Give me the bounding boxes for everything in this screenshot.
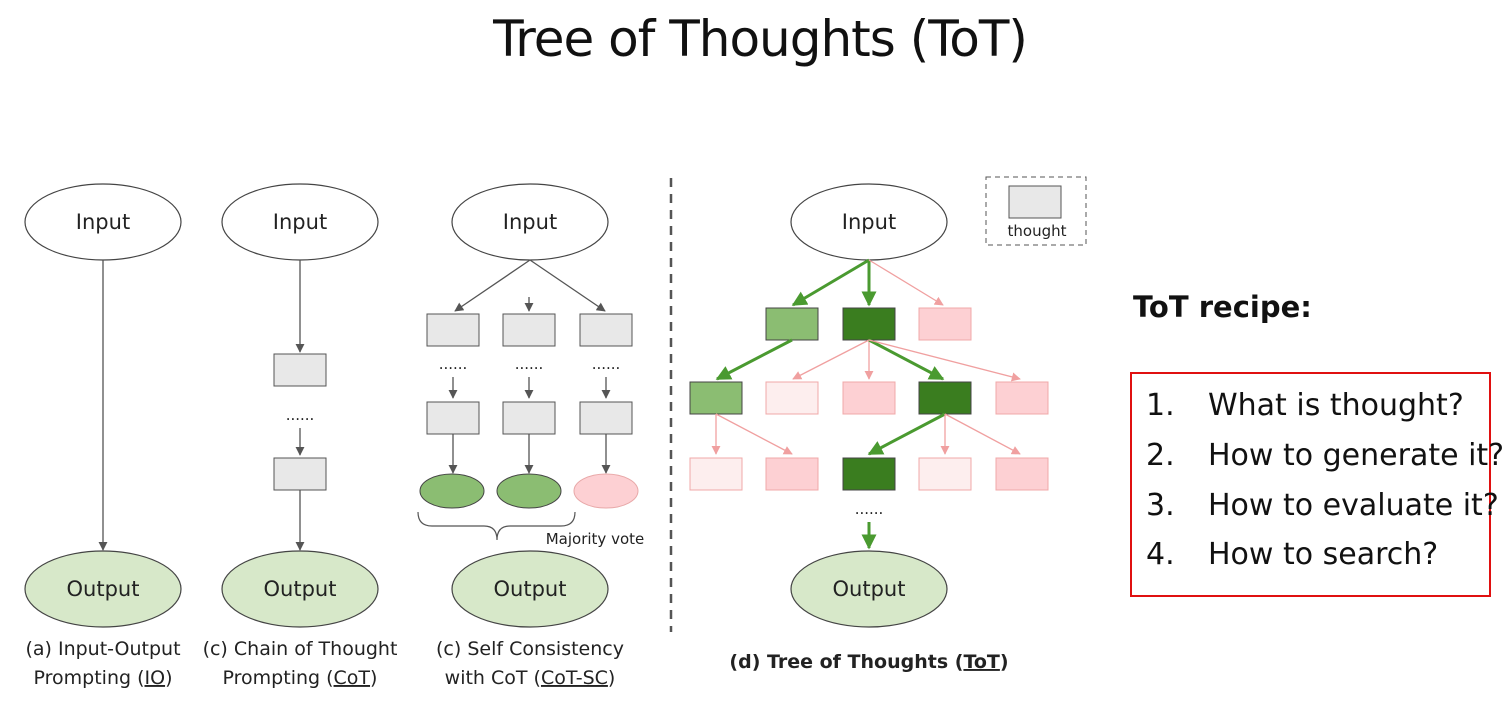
legend-thought-swatch bbox=[1008, 185, 1062, 219]
io-link[interactable]: IO bbox=[145, 667, 166, 689]
tot-thought-l3-3 bbox=[842, 457, 896, 491]
tot-link[interactable]: ToT bbox=[963, 651, 999, 673]
cot-caption-line2: Prompting (CoT) bbox=[223, 667, 378, 689]
io-panel: Input Output (a) Input-Output Prompting … bbox=[24, 183, 182, 689]
majority-vote-label: Majority vote bbox=[546, 530, 645, 548]
tot-edge-pink bbox=[868, 259, 944, 306]
cotsc-ellipsis-a: ...... bbox=[439, 355, 468, 373]
cot-output-label: Output bbox=[264, 577, 337, 601]
recipe-item-text: How to search? bbox=[1208, 537, 1439, 572]
tot-thought-l1-3 bbox=[918, 307, 972, 341]
io-caption-line2: Prompting (IO) bbox=[34, 667, 173, 689]
tot-panel: thought Input ..... bbox=[689, 176, 1087, 673]
legend-box bbox=[985, 176, 1087, 246]
recipe-title: ToT recipe: bbox=[1133, 290, 1312, 324]
cotsc-output-node bbox=[451, 550, 609, 628]
tot-thought-l1-1 bbox=[765, 307, 819, 341]
cotsc-thought-a2 bbox=[426, 401, 480, 435]
tot-edge-pink bbox=[868, 339, 1021, 382]
recipe-item-number: 1. bbox=[1146, 388, 1175, 423]
recipe-item-number: 2. bbox=[1146, 438, 1175, 473]
recipe-item-text: How to evaluate it? bbox=[1208, 488, 1499, 523]
tot-edge-green bbox=[867, 412, 946, 456]
tot-ellipsis: ...... bbox=[855, 500, 884, 518]
cot-output-node bbox=[221, 550, 379, 628]
tot-thought-l2-4 bbox=[918, 381, 972, 415]
legend-thought-label: thought bbox=[1008, 222, 1067, 240]
recipe-item-number: 3. bbox=[1146, 488, 1175, 523]
cotsc-answer-c bbox=[573, 473, 639, 509]
tot-thought-l2-5 bbox=[995, 381, 1049, 415]
cot-panel: Input ...... Output (c) Chain of Thought… bbox=[203, 183, 398, 689]
cotsc-answer-b bbox=[496, 473, 562, 509]
cotsc-thought-c1 bbox=[579, 313, 633, 347]
cotsc-ellipsis-b: ...... bbox=[515, 355, 544, 373]
cotsc-brace bbox=[417, 511, 576, 541]
cotsc-caption-line1: (c) Self Consistency bbox=[436, 638, 624, 660]
cot-ellipsis: ...... bbox=[286, 406, 315, 424]
cot-caption-line1: (c) Chain of Thought bbox=[203, 638, 398, 660]
tot-edge-green bbox=[791, 258, 870, 307]
cotsc-ellipsis-c: ...... bbox=[592, 355, 621, 373]
tot-thought-l3-2 bbox=[765, 457, 819, 491]
tot-edge-green bbox=[868, 338, 945, 381]
cot-input-label: Input bbox=[273, 210, 327, 234]
io-caption-line1: (a) Input-Output bbox=[25, 638, 180, 660]
tot-edge-pink bbox=[944, 413, 1021, 455]
tot-input-label: Input bbox=[842, 210, 896, 234]
tot-thought-l3-1 bbox=[689, 457, 743, 491]
recipe-item-text: How to generate it? bbox=[1208, 438, 1505, 473]
io-input-label: Input bbox=[76, 210, 130, 234]
cot-link[interactable]: CoT bbox=[334, 667, 371, 689]
cotsc-link[interactable]: CoT-SC bbox=[541, 667, 608, 689]
tot-thought-l2-3 bbox=[842, 381, 896, 415]
recipe-item-number: 4. bbox=[1146, 537, 1175, 572]
tot-thought-l3-5 bbox=[995, 457, 1049, 491]
cot-thought-2 bbox=[273, 457, 327, 491]
tot-thought-l1-2 bbox=[842, 307, 896, 341]
cotsc-input-label: Input bbox=[503, 210, 557, 234]
cotsc-thought-b1 bbox=[502, 313, 556, 347]
page-title: Tree of Thoughts (ToT) bbox=[493, 10, 1028, 68]
cotsc-thought-a1 bbox=[426, 313, 480, 347]
cotsc-panel: Input ...... ...... ...... Majority vote… bbox=[417, 183, 645, 689]
tot-caption: (d) Tree of Thoughts (ToT) bbox=[729, 651, 1008, 673]
cotsc-thought-c2 bbox=[579, 401, 633, 435]
io-output-node bbox=[24, 550, 182, 628]
recipe-item-text: What is thought? bbox=[1208, 388, 1464, 423]
tot-output-label: Output bbox=[833, 577, 906, 601]
cotsc-answer-a bbox=[419, 473, 485, 509]
io-output-label: Output bbox=[67, 577, 140, 601]
recipe-box bbox=[1130, 372, 1491, 597]
tot-thought-l2-2 bbox=[765, 381, 819, 415]
tot-thought-l3-4 bbox=[918, 457, 972, 491]
cotsc-caption-line2: with CoT (CoT-SC) bbox=[445, 667, 616, 689]
cotsc-arrow-left bbox=[454, 259, 531, 312]
cotsc-thought-b2 bbox=[502, 401, 556, 435]
tot-edge-green bbox=[715, 338, 793, 381]
tot-output-node bbox=[790, 550, 948, 628]
tot-thought-l2-1 bbox=[689, 381, 743, 415]
tot-edge-pink bbox=[792, 339, 870, 380]
cotsc-arrow-right bbox=[529, 259, 606, 312]
tot-edge-pink bbox=[715, 413, 793, 455]
cot-thought-1 bbox=[273, 353, 327, 387]
cotsc-output-label: Output bbox=[494, 577, 567, 601]
